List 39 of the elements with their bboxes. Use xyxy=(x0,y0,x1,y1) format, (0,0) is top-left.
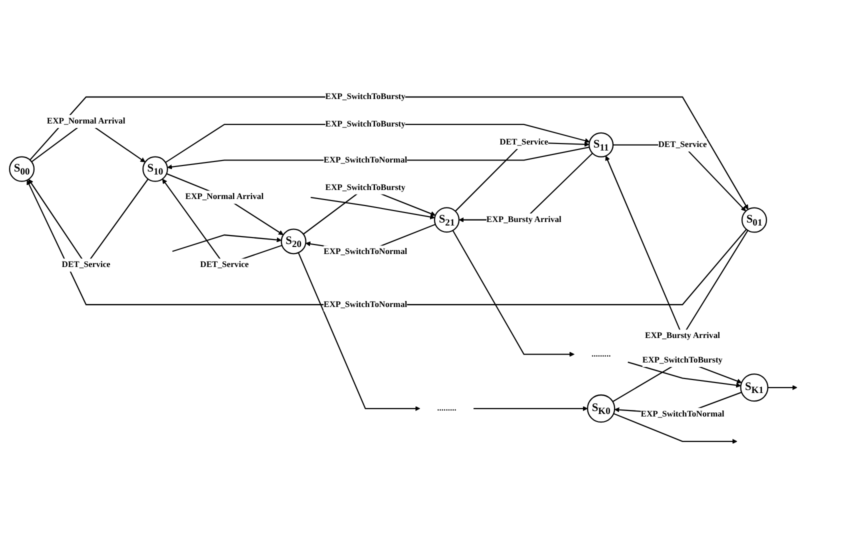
edge-label: DET_Service xyxy=(500,137,548,146)
node-circle: S$_{21}$ xyxy=(434,206,460,232)
arrow xyxy=(768,384,798,390)
edge-label: EXP_SwitchToBursty xyxy=(325,119,406,129)
node-text: ......... xyxy=(591,349,611,358)
edge-label: DET_Service xyxy=(200,260,249,270)
node-circle: S$_{20}$ xyxy=(280,228,306,254)
arrow xyxy=(165,124,590,163)
arrow xyxy=(26,180,747,305)
edge-label: DET_Service xyxy=(658,140,707,150)
edge-label: EXP_Normal Arrival xyxy=(46,116,126,126)
node-text: ......... xyxy=(437,404,456,413)
arrow xyxy=(172,234,282,252)
edge-label: EXP_SwitchToBursty xyxy=(325,92,406,102)
edge-label: EXP_SwitchToBursty xyxy=(325,182,406,192)
edge-label: EXP_SwitchToNormal xyxy=(640,409,724,418)
edge-label: EXP_Bursty Arrival xyxy=(486,214,562,224)
node-circle: S$_{11}$ xyxy=(588,132,614,158)
arrow xyxy=(628,361,742,388)
arrow xyxy=(166,172,284,235)
arrow xyxy=(612,359,742,402)
node-circle: S$_{01}$ xyxy=(741,206,768,233)
edge-label: DET_Service xyxy=(62,260,110,270)
edge-label: EXP_Bursty Arrival xyxy=(644,331,720,340)
node-circle: S$_{10}$ xyxy=(142,156,168,182)
arrow xyxy=(167,146,590,170)
arrow xyxy=(613,412,738,444)
edge-label: EXP_SwitchToNormal xyxy=(324,300,408,309)
edge-label: EXP_SwitchToBursty xyxy=(642,355,723,364)
edge-label: EXP_SwitchToNormal xyxy=(324,155,408,164)
edge-label: EXP_Normal Arrival xyxy=(185,192,264,202)
node-circle: S$_{00}$ xyxy=(9,156,35,182)
arrow xyxy=(452,230,575,356)
edge-label: EXP_SwitchToNormal xyxy=(324,247,408,256)
arrow xyxy=(474,406,588,411)
node-circle: S$_{K0}$ xyxy=(586,394,616,422)
arrow xyxy=(310,196,435,220)
node-circle: S$_{K1}$ xyxy=(740,373,768,402)
arrow xyxy=(298,252,420,411)
